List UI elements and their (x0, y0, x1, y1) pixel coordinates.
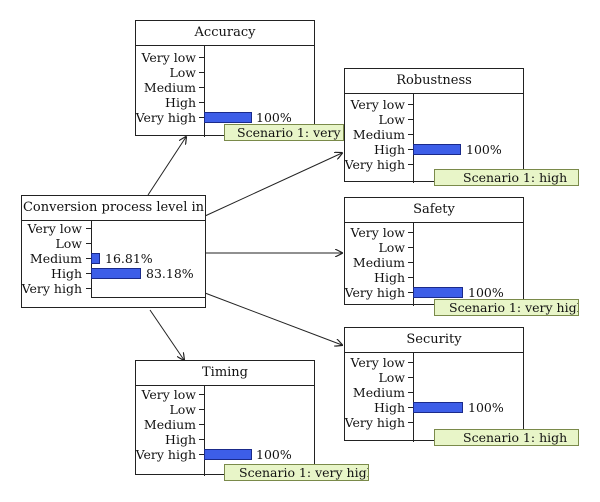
pct-security-high: 100% (468, 400, 504, 415)
node-title: Robustness (345, 69, 523, 94)
state-label-very-high: Very high (21, 281, 82, 296)
pct-conversion-high: 83.18% (146, 266, 194, 281)
edge-conversion-robustness (204, 153, 342, 217)
state-label-low: Low (55, 236, 82, 251)
state-label-high: High (374, 142, 405, 157)
state-label-very-low: Very low (27, 221, 82, 236)
state-label-low: Low (378, 240, 405, 255)
states-panel: Very low Low Medium High Very high 100% (136, 386, 314, 476)
pct-accuracy-very-high: 100% (256, 110, 292, 125)
state-label-low: Low (378, 370, 405, 385)
states-panel: Very low Low Medium High Very high 100% (136, 46, 314, 137)
state-label-medium: Medium (352, 127, 405, 142)
edge-conversion-security (204, 292, 342, 345)
state-label-very-high: Very high (135, 110, 196, 125)
node-robustness[interactable]: Robustness Very low Low Medium High 100% … (344, 68, 524, 183)
state-label-very-low: Very low (141, 50, 196, 65)
states-panel: Very low Low Medium 16.81% High 83.18% Ver… (22, 221, 205, 309)
pct-timing-very-high: 100% (256, 447, 292, 462)
state-label-high: High (51, 266, 82, 281)
states-panel: Very low Low Medium High 100% Very high (345, 353, 523, 442)
states-panel: Very low Low Medium High 100% Very high (345, 94, 523, 183)
state-label-low: Low (378, 112, 405, 127)
state-label-medium: Medium (352, 255, 405, 270)
state-label-high: High (374, 270, 405, 285)
node-safety[interactable]: Safety Very low Low Medium High Very hig… (344, 197, 524, 306)
node-timing[interactable]: Timing Very low Low Medium High Very hig… (135, 360, 315, 476)
state-label-high: High (165, 95, 196, 110)
state-label-medium: Medium (143, 417, 196, 432)
bar-security-high (413, 402, 463, 413)
state-label-very-low: Very low (141, 387, 196, 402)
edge-conversion-accuracy (147, 137, 186, 196)
state-label-very-low: Very low (350, 355, 405, 370)
state-label-high: High (374, 400, 405, 415)
scenario-timing: Scenario 1: very high (224, 464, 369, 481)
state-label-very-high: Very high (344, 415, 405, 430)
scenario-accuracy: Scenario 1: very high (224, 124, 344, 141)
node-title: Security (345, 328, 523, 353)
state-label-very-high: Very high (135, 447, 196, 462)
state-label-high: High (165, 432, 196, 447)
state-label-very-high: Very high (344, 157, 405, 172)
bar-safety-very-high (413, 287, 463, 298)
node-title: Timing (136, 361, 314, 386)
node-security[interactable]: Security Very low Low Medium High 100% Ve… (344, 327, 524, 442)
bar-timing-very-high (204, 449, 252, 460)
scenario-safety: Scenario 1: very high (434, 299, 579, 316)
state-label-medium: Medium (143, 80, 196, 95)
state-label-low: Low (169, 402, 196, 417)
edge-conversion-timing (149, 309, 184, 360)
state-label-medium: Medium (352, 385, 405, 400)
states-panel: Very low Low Medium High Very high 100% (345, 223, 523, 306)
bar-conversion-high (91, 268, 141, 279)
scenario-security: Scenario 1: high (434, 429, 579, 446)
node-title: Safety (345, 198, 523, 223)
pct-safety-very-high: 100% (468, 285, 504, 300)
state-label-very-low: Very low (350, 225, 405, 240)
bar-robustness-high (413, 144, 461, 155)
state-label-low: Low (169, 65, 196, 80)
node-accuracy[interactable]: Accuracy Very low Low Medium High Very h… (135, 20, 315, 137)
state-label-very-low: Very low (350, 97, 405, 112)
bar-conversion-medium (91, 253, 100, 264)
node-title: Conversion process level in (22, 196, 205, 221)
pct-robustness-high: 100% (466, 142, 502, 157)
node-title: Accuracy (136, 21, 314, 46)
pct-conversion-medium: 16.81% (105, 251, 153, 266)
scenario-robustness: Scenario 1: high (434, 169, 579, 186)
state-label-medium: Medium (29, 251, 82, 266)
node-conversion[interactable]: Conversion process level in Very low Low… (21, 195, 206, 308)
state-label-very-high: Very high (344, 285, 405, 300)
bar-accuracy-very-high (204, 112, 252, 123)
